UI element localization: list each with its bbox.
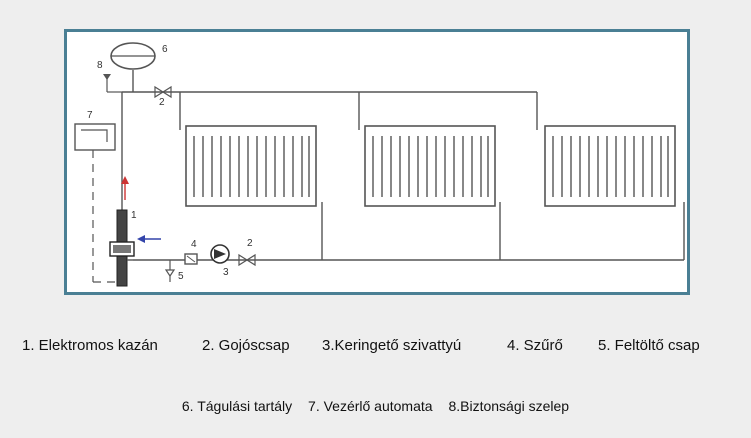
valve-top	[154, 85, 172, 99]
flow-arrow-up	[121, 176, 129, 200]
legend-item-fill-tap: 5. Feltöltő csap	[598, 337, 700, 354]
valve-bottom	[238, 253, 256, 267]
heating-schematic: 6 8 2 7	[74, 42, 685, 287]
filter	[184, 253, 198, 265]
radiator	[185, 125, 317, 207]
label-fill-tap: 5	[178, 271, 184, 282]
label-controller: 7	[87, 110, 93, 121]
circulation-pump	[210, 244, 230, 264]
label-boiler: 1	[131, 210, 137, 221]
label-valve-top: 2	[159, 97, 165, 108]
legend-item-boiler: 1. Elektromos kazán	[22, 337, 158, 354]
return-pipe	[133, 202, 685, 261]
expansion-tank	[110, 42, 156, 92]
supply-pipe	[121, 91, 538, 212]
label-valve-bottom: 2	[247, 238, 253, 249]
legend-item-valve: 2. Gojóscsap	[202, 337, 290, 354]
label-safety-valve: 8	[97, 60, 103, 71]
safety-valve	[103, 74, 122, 93]
label-filter: 4	[191, 239, 197, 250]
legend-item-controller: 7. Vezérlő automata	[308, 398, 433, 414]
radiator	[364, 125, 496, 207]
flow-arrow-left	[137, 235, 161, 243]
legend-row-2: 6. Tágulási tartály 7. Vezérlő automata …	[0, 398, 751, 414]
fill-tap	[164, 260, 176, 282]
legend-item-filter: 4. Szűrő	[507, 337, 563, 354]
radiator	[544, 125, 676, 207]
electric-boiler	[109, 209, 135, 287]
legend-item-expansion-tank: 6. Tágulási tartály	[181, 398, 293, 414]
controller	[74, 123, 117, 283]
legend-item-pump: 3.Keringető szivattyú	[322, 337, 462, 354]
label-pump: 3	[223, 267, 229, 278]
legend-item-safety-valve: 8.Biztonsági szelep	[448, 398, 570, 414]
heating-diagram: 6 8 2 7	[64, 29, 690, 295]
label-expansion-tank: 6	[162, 44, 168, 55]
